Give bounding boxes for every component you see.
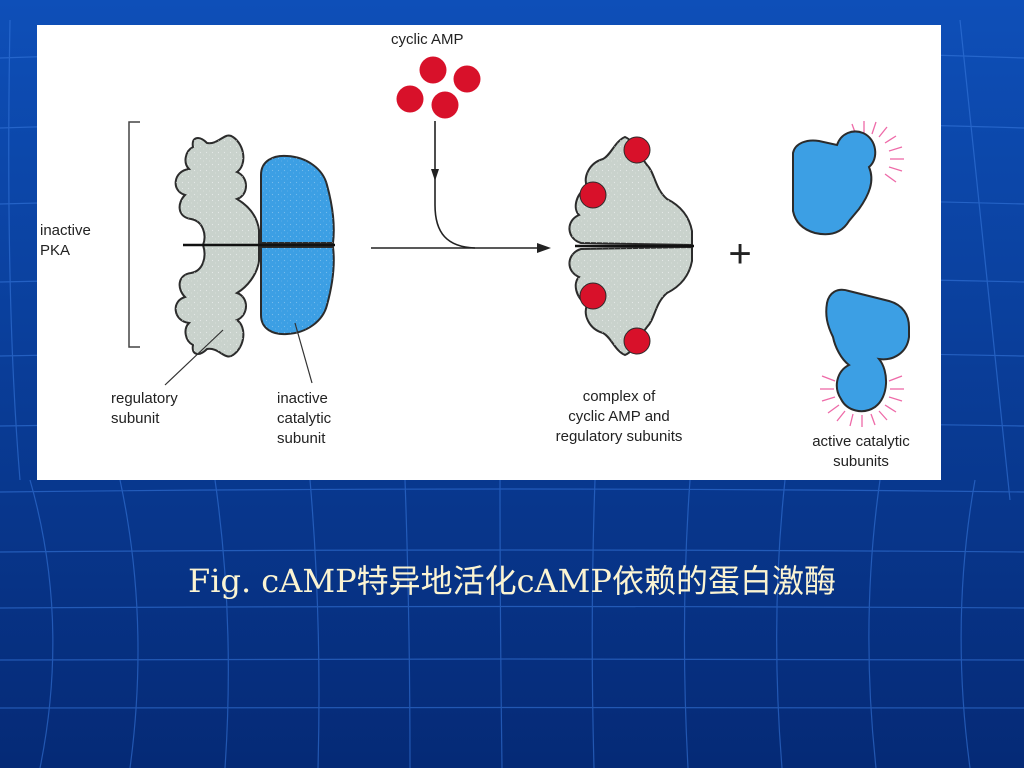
regulatory-subunit-top bbox=[174, 134, 260, 246]
inactive-catalytic-label-line: inactive bbox=[277, 390, 328, 407]
figure-caption: Fig. cAMP特异地活化cAMP依赖的蛋白激酶 bbox=[0, 556, 1024, 602]
arrowhead-right bbox=[537, 243, 551, 253]
caption-text: cAMP特异地活化cAMP依赖的蛋白激酶 bbox=[261, 562, 836, 600]
active-catalytic-label: active catalytic subunits bbox=[812, 433, 910, 470]
complex-label-line: complex of bbox=[583, 388, 656, 405]
complex-label-line: cyclic AMP and bbox=[568, 408, 669, 425]
inactive-catalytic-subunit-bottom bbox=[260, 246, 335, 336]
pka-activation-figure: cyclic AMP inactive PKA bbox=[37, 25, 941, 480]
inactive-catalytic-label-line: catalytic bbox=[277, 410, 332, 427]
camp-molecule bbox=[396, 85, 424, 113]
regulatory-pointer-line bbox=[164, 329, 224, 386]
regulatory-subunit-label-line: subunit bbox=[111, 410, 160, 427]
reaction-arrow bbox=[371, 121, 545, 249]
camp-regulatory-complex bbox=[568, 135, 694, 357]
regulatory-subunit-label-line: regulatory bbox=[111, 390, 178, 407]
inactive-pka-label-line: inactive bbox=[40, 222, 91, 239]
caption-prefix: Fig. bbox=[188, 562, 252, 600]
bound-camp-molecule bbox=[579, 282, 607, 310]
cyclic-amp-label: cyclic AMP bbox=[391, 31, 464, 48]
camp-molecule bbox=[419, 56, 447, 84]
bound-camp-molecule bbox=[623, 136, 651, 164]
inactive-catalytic-label: inactive catalytic subunit bbox=[277, 390, 332, 447]
active-catalytic-label-line: subunits bbox=[833, 453, 889, 470]
arrowhead-down bbox=[431, 169, 439, 181]
bound-camp-molecule bbox=[579, 181, 607, 209]
complex-label-line: regulatory subunits bbox=[556, 428, 683, 445]
camp-molecule bbox=[431, 91, 459, 119]
catalytic-pointer-line bbox=[294, 322, 313, 384]
inactive-pka-label: inactive PKA bbox=[40, 222, 91, 259]
regulatory-subunit-bottom bbox=[174, 244, 260, 358]
inactive-pka-bracket bbox=[128, 121, 140, 348]
active-catalytic-label-line: active catalytic bbox=[812, 433, 910, 450]
inactive-catalytic-label-line: subunit bbox=[277, 430, 326, 447]
inactive-pka-label-line: PKA bbox=[40, 242, 70, 259]
camp-molecule bbox=[453, 65, 481, 93]
complex-label: complex of cyclic AMP and regulatory sub… bbox=[556, 388, 683, 445]
active-catalytic-subunit-bottom bbox=[820, 288, 910, 427]
camp-molecules-free bbox=[396, 56, 481, 119]
plus-sign: + bbox=[728, 232, 751, 276]
active-catalytic-subunit-top bbox=[792, 121, 904, 236]
regulatory-subunit-label: regulatory subunit bbox=[111, 390, 178, 427]
bound-camp-molecule bbox=[623, 327, 651, 355]
inactive-catalytic-subunit-top bbox=[260, 154, 335, 244]
